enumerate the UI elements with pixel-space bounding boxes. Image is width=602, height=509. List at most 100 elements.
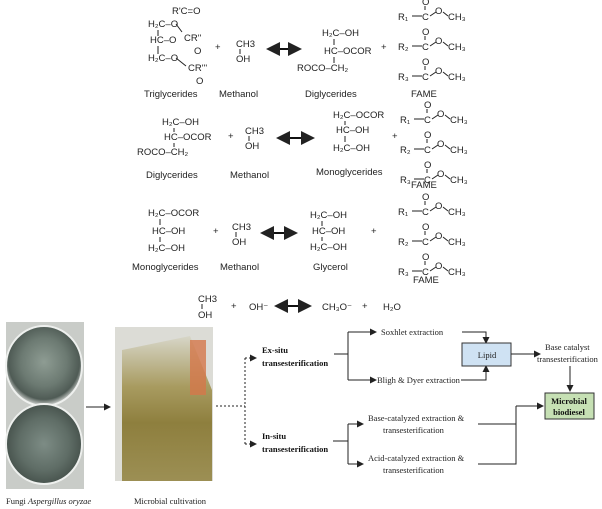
biodiesel-label-2: biodiesel <box>553 407 585 417</box>
fame-row-1-methyl: CH₃ <box>448 207 466 218</box>
fame-row-3-ester-o: O <box>435 66 442 77</box>
monoglyceride-line-3: H₂C–OH <box>148 243 185 254</box>
glycerol-line-2: HC–OH <box>312 226 345 237</box>
reaction-2: H₂C–OH HC–OCOR ROCO–CH₂ Diglycerides + C… <box>137 100 468 191</box>
fame-label: FAME <box>411 89 437 100</box>
fame-row-3-carbonyl-o: O <box>424 160 431 171</box>
monoglyceride-line-3: H₂C–OH <box>333 143 370 154</box>
fame-row-1-r: R₁ <box>398 207 408 218</box>
glycerol-label: Glycerol <box>313 262 348 273</box>
methanol-oh: OH <box>236 54 250 65</box>
methanol-oh: OH <box>245 141 259 152</box>
monoglyceride-structure: H₂C–OCOR HC–OH H₂C–OH <box>333 110 384 154</box>
reaction-1: R'C=O H₂C–O HC–O CR'' H₂C–O CR''' O O Tr… <box>144 0 466 100</box>
fame-row-2-methyl: CH₃ <box>448 237 466 248</box>
fame-row-1-ester-bond <box>429 206 437 212</box>
fame-row-2-carbonyl-o: O <box>424 130 431 141</box>
fame-row-1-r: R₁ <box>398 12 408 23</box>
fame-row-1-ester-bond <box>429 11 437 17</box>
fame-row-3-r: R₃ <box>398 267 409 278</box>
fame-row-2-methyl-bond <box>444 144 451 150</box>
fame-row-3-ester-bond <box>429 71 437 77</box>
plus-sign: + <box>215 42 221 53</box>
fame-row-3-ester-bond <box>429 266 437 272</box>
triglyceride-rc-o: R'C=O <box>172 6 200 17</box>
fame-row-3-methyl-bond <box>444 174 451 180</box>
methanol-ch3: CH3 <box>198 294 217 305</box>
fame-row-1-methyl-bond <box>442 11 449 17</box>
fame-row-1-methyl: CH₃ <box>450 115 468 126</box>
diglyceride-structure: H₂C–OH HC–OCOR ROCO–CH₂ <box>137 117 212 158</box>
fame-row-1-carbon: C <box>422 12 429 23</box>
methanol-ch3: CH3 <box>245 126 264 137</box>
diglyceride-line-1: H₂C–OH <box>322 28 359 39</box>
methanol-oh: OH <box>198 310 212 321</box>
fame-row-2-ester-bond <box>431 144 439 150</box>
cultivation-caption: Microbial cultivation <box>134 496 207 506</box>
petri-dish-top <box>5 325 83 407</box>
fame-row-1-carbonyl-o: O <box>422 192 429 203</box>
triglycerides-label: Triglycerides <box>144 89 198 100</box>
fame-row-3-r: R₃ <box>398 72 409 83</box>
fame-row-2-ester-bond <box>429 41 437 47</box>
methanol-label: Methanol <box>230 170 269 181</box>
fame-label: FAME <box>413 275 439 286</box>
bligh-dyer-extraction: Bligh & Dyer extraction <box>377 375 461 385</box>
methoxide: CH₃O⁻ <box>322 302 352 313</box>
fame-row-1-ester-o: O <box>437 109 444 120</box>
triglyceride-h2c-o-2: H₂C–O <box>148 53 178 64</box>
fame-row-2-r: R₂ <box>398 237 409 248</box>
bligh-dyer-connector <box>461 368 487 381</box>
base-catalyst-label-2: transesterification <box>537 354 599 364</box>
fame-row-3-carbon: C <box>424 175 431 186</box>
monoglyceride-structure: H₂C–OCOR HC–OH H₂C–OH <box>148 208 199 254</box>
fame-row-2-carbon: C <box>422 237 429 248</box>
hydroxide: OH⁻ <box>249 302 268 313</box>
acid-catalyzed-label-2: transesterification <box>383 465 445 475</box>
monoglycerides-label: Monoglycerides <box>132 262 199 273</box>
triglyceride-o-1: O <box>194 46 201 57</box>
glycerol-line-1: H₂C–OH <box>310 210 347 221</box>
ex-situ-label-2: transesterification <box>262 358 328 368</box>
methanol-label: Methanol <box>220 262 259 273</box>
reaction-3: H₂C–OCOR HC–OH H₂C–OH Monoglycerides + C… <box>132 192 466 286</box>
fame-row-1-ester-bond <box>431 114 439 120</box>
fame-label: FAME <box>411 180 437 191</box>
fame-row-3-methyl: CH₃ <box>448 267 466 278</box>
triglyceride-structure: R'C=O H₂C–O HC–O CR'' H₂C–O CR''' O O <box>148 6 207 87</box>
monoglyceride-line-1: H₂C–OCOR <box>148 208 199 219</box>
fame-row-3-carbon: C <box>422 72 429 83</box>
triglyceride-o-2: O <box>196 76 203 87</box>
fame-row-2-carbon: C <box>424 145 431 156</box>
fame-row-2-carbonyl-o: O <box>422 27 429 38</box>
methanol-ch3: CH3 <box>232 222 251 233</box>
diglyceride-structure: H₂C–OH HC–OCOR ROCO–CH₂ <box>297 28 372 74</box>
fame-row-3-ester-o: O <box>437 169 444 180</box>
fame-row-3-methyl: CH₃ <box>448 72 466 83</box>
triglyceride-bonds <box>157 23 187 67</box>
diglyceride-line-2: HC–OCOR <box>324 46 372 57</box>
fame-row-3-methyl: CH₃ <box>450 175 468 186</box>
triglyceride-cr3: CR''' <box>188 63 207 74</box>
acid-catalyzed-connector <box>478 406 517 465</box>
fungi-caption-species: Aspergillus oryzae <box>27 496 91 506</box>
fame-row-2-ester-o: O <box>437 139 444 150</box>
culture-flask <box>122 336 212 481</box>
base-catalyzed-label: Base-catalyzed extraction & <box>368 413 465 423</box>
acid-catalyzed-label: Acid-catalyzed extraction & <box>368 453 465 463</box>
water: H₂O <box>383 302 401 313</box>
fame-row-2-methyl-bond <box>442 236 449 242</box>
fame-row-3-carbonyl-o: O <box>422 252 429 263</box>
in-situ-label: In-situ <box>262 431 286 441</box>
reaction-4: CH3 OH + OH⁻ CH₃O⁻ + H₂O <box>198 294 401 321</box>
fame-row-1-methyl: CH₃ <box>448 12 466 23</box>
fame-row-2-r: R₂ <box>400 145 411 156</box>
fame-row-1-carbon: C <box>424 115 431 126</box>
fame-row-3-ester-o: O <box>435 261 442 272</box>
fame-row-3-r: R₃ <box>400 175 411 186</box>
glycerol-structure: H₂C–OH HC–OH H₂C–OH <box>310 210 347 253</box>
methanol-label: Methanol <box>219 89 258 100</box>
